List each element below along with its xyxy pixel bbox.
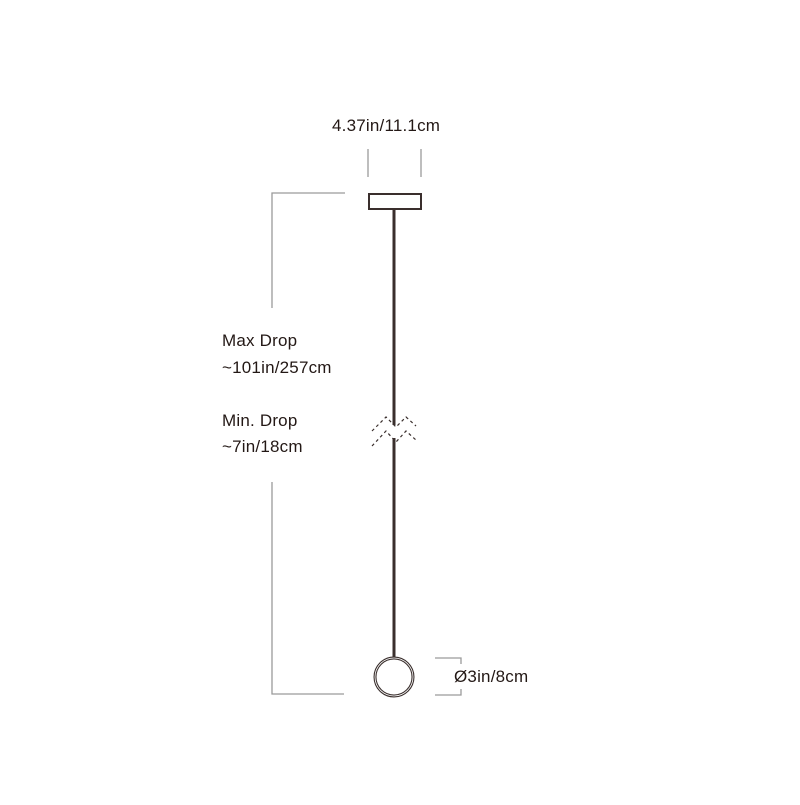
canopy bbox=[368, 193, 422, 210]
globe bbox=[373, 656, 415, 698]
min-drop-title: Min. Drop bbox=[222, 411, 298, 430]
canopy-width-label: 4.37in/11.1cm bbox=[332, 116, 441, 135]
max-drop-title: Max Drop bbox=[222, 331, 298, 350]
break-symbol-icon bbox=[371, 416, 417, 447]
drop-bracket bbox=[271, 192, 345, 695]
globe-diameter-bracket bbox=[435, 657, 462, 696]
min-drop-value: ~7in/18cm bbox=[222, 437, 303, 456]
globe-diameter-label: Ø3in/8cm bbox=[454, 667, 529, 686]
max-drop-value: ~101in/257cm bbox=[222, 358, 332, 377]
canopy-width-ticks bbox=[367, 149, 422, 177]
